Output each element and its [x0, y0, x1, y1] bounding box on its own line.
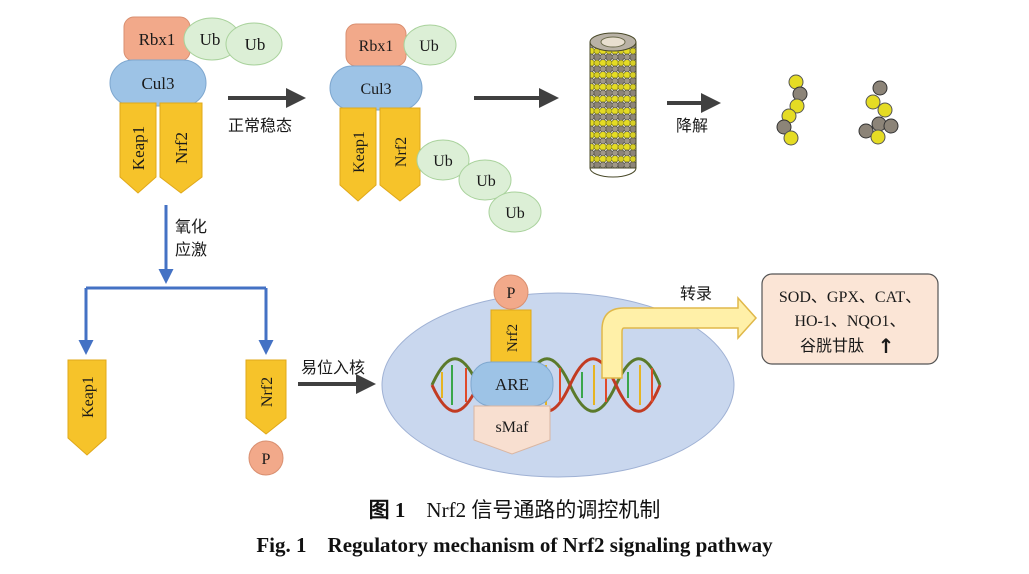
ub-chain-bubble [416, 139, 470, 181]
nucleus-phosphate-label: P [507, 285, 516, 302]
nrf2-block [379, 107, 421, 202]
free-keap1-label: Keap1 [80, 376, 97, 418]
ub-label: Ub [245, 35, 266, 54]
caption-english: Fig. 1 Regulatory mechanism of Nrf2 sign… [0, 533, 1029, 558]
cul3-label: Cul3 [141, 74, 174, 93]
translocation-label: 易位入核 [301, 358, 365, 377]
ub-bubble [225, 22, 283, 66]
cul3-label: Cul3 [360, 81, 391, 98]
products-line: 谷胱甘肽 [800, 336, 864, 355]
up-arrow-icon: ↑ [878, 334, 895, 358]
oxidative-stress-label: 应激 [175, 240, 207, 259]
rbx1-label: Rbx1 [359, 38, 394, 55]
phosphate-circle [248, 440, 284, 476]
ub-chain-bubble [488, 191, 542, 233]
caption-chinese-number: 图 1 [368, 498, 406, 522]
nrf2-block [159, 102, 203, 194]
nucleus [381, 292, 735, 478]
ub-bubble [403, 24, 457, 66]
free-nrf2-block [245, 359, 287, 435]
free-nrf2-label: Nrf2 [259, 377, 276, 407]
ub-chain-label: Ub [433, 153, 453, 170]
nucleus-nrf2-block [490, 309, 532, 367]
keap1-label: Keap1 [351, 131, 368, 173]
steady-state-label: 正常稳态 [228, 116, 292, 135]
smaf-block [473, 405, 551, 455]
keap1-label: Keap1 [129, 126, 148, 170]
ub-label: Ub [419, 38, 439, 55]
nucleus-nrf2-label: Nrf2 [505, 324, 521, 352]
ub-chain-label: Ub [476, 173, 496, 190]
products-line: HO-1、NQO1、 [794, 313, 905, 330]
free-keap1-block [67, 359, 107, 456]
nrf2-label: Nrf2 [172, 132, 191, 164]
complex-2: Rbx1 Ub Cul3 Keap1 Nrf2 Ub Ub Ub [329, 23, 542, 233]
products-box [761, 273, 939, 365]
peptide-fragment-icon [776, 74, 808, 146]
peptide-fragment-icon [858, 80, 899, 145]
are-label: ARE [495, 375, 529, 394]
transcription-arrow [601, 296, 758, 379]
oxidative-stress-branch [78, 205, 274, 355]
products-line: SOD、GPX、CAT、 [779, 289, 921, 306]
ub-label: Ub [200, 30, 221, 49]
nucleus-phosphate-circle [493, 274, 529, 310]
cul3-box [109, 59, 207, 107]
ub-chain-label: Ub [505, 205, 525, 222]
smaf-label: sMaf [496, 419, 530, 436]
proteasome-icon [589, 32, 637, 178]
complex-1: Rbx1 Ub Ub Cul3 Keap1 Nrf2 [109, 16, 283, 194]
caption-english-number: Fig. 1 [256, 533, 307, 557]
caption-english-text: Regulatory mechanism of Nrf2 signaling p… [327, 533, 773, 557]
degradation-label: 降解 [676, 116, 708, 135]
caption-chinese-text: Nrf2 信号通路的调控机制 [426, 498, 661, 522]
transcription-label: 转录 [680, 284, 712, 303]
caption-chinese: 图 1 Nrf2 信号通路的调控机制 [0, 494, 1029, 524]
keap1-block [119, 102, 157, 194]
phosphate-label: P [262, 451, 271, 468]
oxidative-stress-label: 氧化 [175, 217, 207, 236]
rbx1-label: Rbx1 [139, 30, 176, 49]
nrf2-label: Nrf2 [393, 137, 410, 167]
keap1-block [339, 107, 377, 202]
ub-chain-bubble [458, 159, 512, 201]
